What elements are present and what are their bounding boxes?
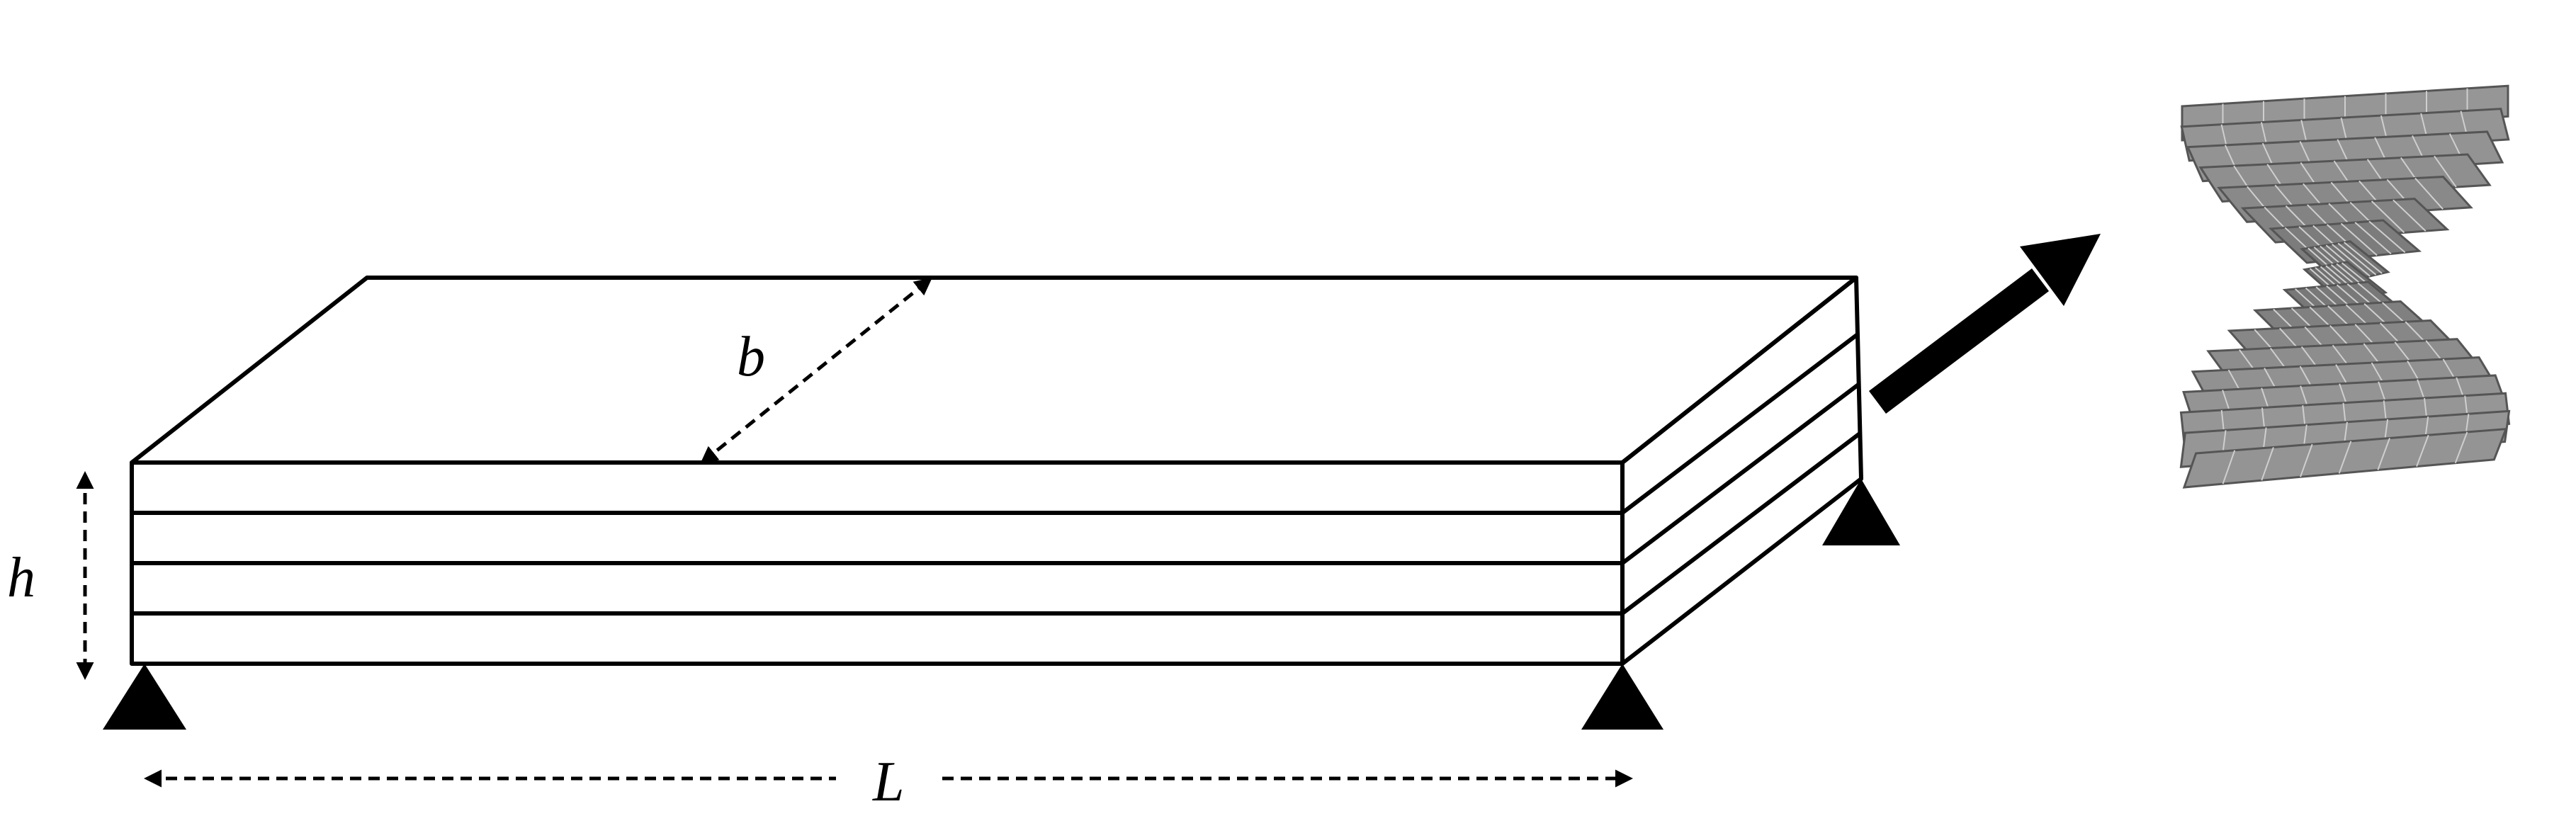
fiber-rod [2340,222,2378,256]
support-left-icon [103,664,186,730]
label-h: h [7,547,35,609]
fiber-rod [2337,242,2377,276]
fiber-rod [2371,200,2405,234]
thick-arrow-icon [1868,234,2101,414]
support-back-icon [1822,479,1900,545]
fiber-rod [2222,450,2236,484]
dimension-b-arrow [700,277,932,465]
supports [103,479,1900,730]
helicoidal-fiber-stack-icon [2179,84,2511,489]
fiber-rod [2344,242,2383,274]
label-l: L [872,751,905,813]
fiber-rod [2261,447,2274,481]
fiber-rod [2416,434,2429,467]
fiber-rod [2454,431,2468,464]
label-b: b [737,326,765,388]
fiber-rod [2354,222,2392,255]
fiber-rod [2434,155,2457,188]
layer-lines-front [132,511,1622,616]
beam [130,276,1863,666]
fiber-rod [2332,244,2371,277]
beam-top-face [130,276,1858,465]
fiber-rod [2377,438,2390,470]
fiber-rod [2393,199,2427,232]
fiber-rod [2368,220,2406,254]
fiber-rod [2414,177,2444,210]
layer-lines-side [1621,332,1861,616]
fiber-rod [2338,441,2352,474]
support-right-icon [1581,664,1663,730]
fiber-rod [2300,443,2313,477]
